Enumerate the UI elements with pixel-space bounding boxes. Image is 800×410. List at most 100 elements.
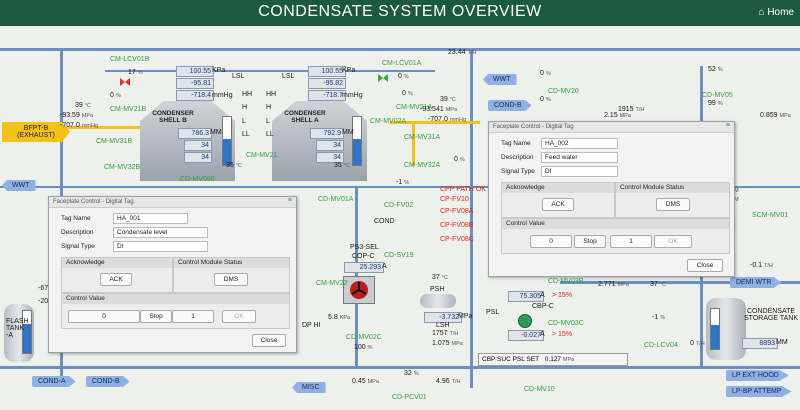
- cond-b-vac1: -95.81: [176, 78, 214, 89]
- cop-c-pump[interactable]: [343, 276, 375, 304]
- ack-button[interactable]: ACK: [542, 198, 574, 211]
- cond-b-pressure: 100.55: [176, 66, 214, 77]
- stop-button[interactable]: Stop: [140, 310, 172, 323]
- cm-mv32b-tag[interactable]: CM-MV32B: [104, 164, 141, 171]
- cbp-suc-setpoint[interactable]: CBP SUC PSL SET 0.127 MPa: [478, 353, 628, 366]
- ok-button[interactable]: OK: [222, 310, 256, 323]
- tag-name-field[interactable]: HA_001: [113, 213, 188, 224]
- cd-pcv01-tag[interactable]: CD-PCV01: [392, 394, 427, 401]
- cp-fv08a-tag[interactable]: CP-FV08A: [440, 208, 474, 215]
- close-button[interactable]: Close: [252, 334, 286, 347]
- signal-type-field[interactable]: DI: [113, 241, 208, 252]
- cd-mv22-tag[interactable]: CM-MV22: [316, 280, 348, 287]
- faceplate-ha001: Faceplate Control - Digital Tag ≡ Tag Na…: [48, 196, 297, 353]
- control-value-one-button[interactable]: 1: [172, 310, 214, 323]
- process-canvas: 23.44 T/H BFPT-B (EXHAUST) WWT WWT COND-…: [0, 26, 800, 410]
- dms-button[interactable]: DMS: [656, 198, 690, 211]
- cm-mv21a-tag[interactable]: CM-MV21A: [396, 104, 433, 111]
- cond-a-vac2: -718.7: [308, 90, 346, 101]
- description-field[interactable]: Feed water: [541, 152, 618, 163]
- cd-mv03b-tag[interactable]: CD-MV03B: [548, 278, 584, 285]
- cm-lcv01a-tag[interactable]: CM-LCV01A: [382, 60, 422, 67]
- home-button[interactable]: ⌂ Home: [758, 7, 794, 18]
- lcv01a-valve-icon[interactable]: [378, 74, 388, 82]
- cm-lcv01b-tag[interactable]: CM-LCV01B: [110, 56, 150, 63]
- cond-a-vac1: -95.82: [308, 78, 346, 89]
- home-icon: ⌂: [758, 7, 765, 18]
- bfpt-label[interactable]: BFPT-B (EXHAUST): [2, 122, 70, 142]
- cm-mv21b-tag[interactable]: CM-MV21B: [110, 106, 147, 113]
- pipe-steam-b: [45, 126, 165, 129]
- control-value-one-button[interactable]: 1: [610, 235, 652, 248]
- faceplate-ha002-close-icon[interactable]: ≡: [725, 122, 730, 129]
- description-field[interactable]: Condensate level: [113, 227, 208, 238]
- cm-mv31b-tag[interactable]: CM-MV31B: [96, 138, 133, 145]
- scm-mv01-tag[interactable]: SCM-MV01: [752, 212, 789, 219]
- ok-button[interactable]: OK: [654, 235, 692, 248]
- pipe-right-vertical: [470, 48, 473, 388]
- stop-button[interactable]: Stop: [574, 235, 606, 248]
- control-value-zero-button[interactable]: 0: [530, 235, 572, 248]
- demi-wtr-label[interactable]: DEMI WTR: [730, 277, 782, 288]
- cm-mv32a-tag[interactable]: CM-MV32A: [404, 162, 441, 169]
- pipe-top: [0, 48, 800, 51]
- osc-tank[interactable]: [420, 294, 456, 308]
- pipe-lcv: [105, 70, 435, 72]
- cd-mv10-tag[interactable]: CD-MV10: [524, 386, 555, 393]
- faceplate-ha001-close-icon[interactable]: ≡: [287, 197, 292, 204]
- signal-type-field[interactable]: DI: [541, 166, 618, 177]
- cd-mv03c-tag[interactable]: CD-MV03C: [548, 320, 584, 327]
- cp-fv10-tag[interactable]: CP-FV10: [440, 196, 469, 203]
- wwt-right-label[interactable]: WWT: [483, 74, 517, 85]
- faceplate-ha002: Faceplate Control - Digital Tag ≡ Tag Na…: [488, 121, 735, 277]
- cop-c-pressure: 25.293: [344, 262, 384, 273]
- cm-mv21-tag[interactable]: CM-MV21: [246, 152, 278, 159]
- cd-mv090-tag[interactable]: CD-MV090: [180, 176, 215, 183]
- cm-mv02a-tag[interactable]: CM-MV02A: [370, 118, 407, 125]
- cp-fv08c-tag[interactable]: CP-FV08C: [440, 236, 474, 243]
- cd-mv01a-tag[interactable]: CD-MV01A: [318, 196, 354, 203]
- wwt-left-label[interactable]: WWT: [2, 180, 36, 191]
- lcv01b-valve-icon[interactable]: [120, 78, 130, 86]
- pipe-bottom: [0, 366, 800, 369]
- pipe-steam-a-v: [412, 121, 415, 166]
- acknowledge-group: Acknowledge ACK: [61, 257, 173, 293]
- cond-a-level-fill: [353, 138, 361, 165]
- cd-mv05-tag[interactable]: CD-MV05: [702, 92, 733, 99]
- cd-mv02c-tag[interactable]: CD-MV02C: [346, 334, 382, 341]
- dms-button[interactable]: DMS: [214, 273, 248, 286]
- cd-sv19-tag[interactable]: CD-SV19: [384, 252, 414, 259]
- cond-a-level: 792.9: [310, 128, 344, 139]
- cond-a-label[interactable]: COND-A: [32, 376, 76, 387]
- cd-mv20-tag[interactable]: CD-MV20: [548, 88, 579, 95]
- control-value-group: Control Value 0 Stop 1 OK: [61, 293, 290, 329]
- ack-button[interactable]: ACK: [100, 273, 132, 286]
- cond-b-level-fill: [223, 138, 231, 165]
- tag-name-field[interactable]: HA_002: [541, 138, 618, 149]
- control-value-zero-button[interactable]: 0: [68, 310, 140, 323]
- faceplate-ha002-titlebar[interactable]: Faceplate Control - Digital Tag: [489, 122, 734, 133]
- lp-ext-hood-label[interactable]: LP EXT HOOD: [726, 370, 789, 381]
- fan-icon: [350, 281, 368, 299]
- cbp-c-pump[interactable]: [518, 314, 532, 328]
- pipe-mid: [0, 186, 800, 188]
- page-title: CONDENSATE SYSTEM OVERVIEW: [258, 3, 542, 20]
- cond-b-label[interactable]: COND-B: [86, 376, 130, 387]
- condensate-storage-tank[interactable]: [706, 298, 746, 360]
- pipe-steam-a: [390, 121, 480, 124]
- cond-b-vac2: -718.4: [176, 90, 214, 101]
- cd-lcv04-tag[interactable]: CD-LCV04: [644, 342, 678, 349]
- cd-fv02-tag[interactable]: CD-FV02: [384, 202, 414, 209]
- pipe-demi: [560, 281, 800, 284]
- cp-fv08b-tag[interactable]: CP-FV08B: [440, 222, 474, 229]
- faceplate-ha001-titlebar[interactable]: Faceplate Control - Digital Tag: [49, 197, 296, 208]
- cond-b-top-label[interactable]: COND-B: [488, 100, 532, 111]
- control-value-group: Control Value 0 Stop 1 OK: [501, 218, 730, 254]
- lp-bp-attemp-label[interactable]: LP-BP ATTEMP: [726, 386, 792, 397]
- cond-b-level-gauge: [222, 116, 232, 166]
- misc-label[interactable]: MISC: [292, 382, 326, 393]
- close-button[interactable]: Close: [687, 259, 723, 272]
- cbp-b-pressure: 75.305: [508, 291, 544, 302]
- cm-mv31a-tag[interactable]: CM-MV31A: [404, 134, 441, 141]
- flash-tank-a[interactable]: [4, 304, 34, 362]
